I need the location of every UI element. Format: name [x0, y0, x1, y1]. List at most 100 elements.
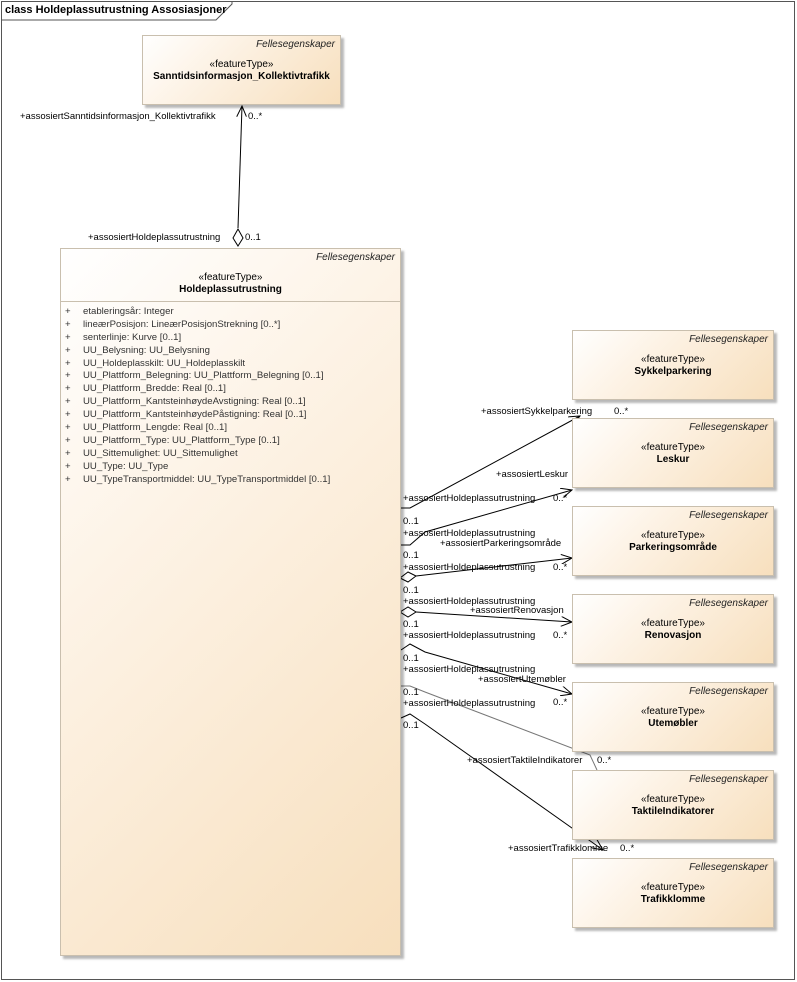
attribute-row: + UU_Belysning: UU_Belysning [65, 345, 330, 358]
visibility-marker: + [65, 344, 71, 356]
package-label: Fellesegenskaper [689, 686, 768, 697]
class-name: Utemøbler [648, 718, 698, 729]
mult-label-ute-holde: 0..1 [403, 653, 419, 664]
mult-label-reno-holde: 0..1 [403, 585, 419, 596]
mult-label-utemobler: 0..* [553, 697, 568, 708]
class-parkeringsomrade[interactable]: Fellesegenskaper «featureType» Parkering… [572, 506, 774, 576]
package-label: Fellesegenskaper [256, 39, 335, 50]
class-trafikklomme[interactable]: Fellesegenskaper «featureType» Trafikklo… [572, 858, 774, 928]
package-label: Fellesegenskaper [689, 334, 768, 345]
attribute-row: + UU_Sittemulighet: UU_Sittemulighet [65, 448, 330, 461]
attribute-text: UU_Plattform_Lengde: Real [0..1] [83, 422, 227, 434]
assoc-sykkel[interactable] [401, 416, 580, 509]
role-label-parkering: +assosiertParkeringsområde [440, 538, 562, 549]
class-holdeplassutrustning[interactable]: Fellesegenskaper «featureType» Holdeplas… [60, 248, 401, 956]
class-name: Trafikklomme [640, 894, 706, 905]
visibility-marker: + [65, 396, 71, 408]
visibility-marker: + [65, 460, 71, 472]
attribute-row: + UU_Plattform_Lengde: Real [0..1] [65, 422, 330, 435]
compartment-separator [61, 301, 400, 302]
visibility-marker: + [65, 434, 71, 446]
stereotype-label: «featureType» [198, 272, 263, 283]
mult-label-reno-holde-b: 0..1 [403, 619, 419, 630]
role-label-sykkel: +assosiertSykkelparkering [481, 406, 593, 417]
stereotype-label: «featureType» [641, 882, 705, 893]
class-utemobler[interactable]: Fellesegenskaper «featureType» Utemøbler [572, 682, 774, 752]
attribute-list: +etableringsår: Integer+lineærPosisjon: … [65, 306, 330, 486]
class-sanntidsinformasjon[interactable]: Fellesegenskaper «featureType» Sanntidsi… [142, 35, 341, 105]
mult-label-taktile: 0..* [597, 755, 612, 766]
attribute-text: UU_Sittemulighet: UU_Sittemulighet [83, 447, 238, 459]
visibility-marker: + [65, 473, 71, 485]
stereotype-label: «featureType» [641, 794, 705, 805]
attribute-text: UU_TypeTransportmiddel: UU_TypeTransport… [83, 473, 331, 485]
attribute-text: senterlinje: Kurve [0..1] [83, 331, 182, 343]
mult-label-parkering: 0..* [553, 562, 568, 573]
class-renovasjon[interactable]: Fellesegenskaper «featureType» Renovasjo… [572, 594, 774, 664]
class-name: Leskur [656, 454, 690, 465]
mult-label-trafikklomme: 0..* [620, 843, 635, 854]
stereotype-label: «featureType» [209, 59, 274, 70]
mult-label-sanntid: 0..* [248, 111, 263, 122]
class-taktileindikatorer[interactable]: Fellesegenskaper «featureType» TaktileIn… [572, 770, 774, 840]
attribute-row: +UU_Plattform_KantsteinhøydePåstigning: … [65, 409, 330, 422]
attribute-row: +UU_Type: UU_Type [65, 461, 330, 474]
class-name: Renovasjon [644, 630, 702, 641]
attribute-row: + senterlinje: Kurve [0..1] [65, 332, 330, 345]
attribute-text: UU_Plattform_Bredde: Real [0..1] [83, 383, 226, 395]
class-sykkelparkering[interactable]: Fellesegenskaper «featureType» Sykkelpar… [572, 330, 774, 400]
package-label: Fellesegenskaper [316, 252, 395, 263]
assoc-leskur[interactable] [401, 490, 572, 546]
mult-label-renovasjon: 0..* [553, 630, 568, 641]
class-name: TaktileIndikatorer [631, 806, 715, 817]
assoc-taktile[interactable] [401, 685, 598, 771]
visibility-marker: + [65, 331, 71, 343]
attribute-text: UU_Plattform_KantsteinhøydePåstigning: R… [83, 409, 307, 421]
role-label-ute-holde-a: +assosiertHoldeplassutrustning [403, 664, 536, 675]
package-label: Fellesegenskaper [689, 598, 768, 609]
assoc-renovasjon[interactable] [399, 606, 572, 622]
visibility-marker: + [65, 422, 71, 434]
assoc-utemobler[interactable] [400, 643, 572, 694]
stereotype-label: «featureType» [641, 706, 705, 717]
package-label: Fellesegenskaper [689, 510, 768, 521]
attribute-text: UU_Plattform_KantsteinhøydeAvstigning: R… [83, 396, 306, 408]
role-label-taktile: +assosiertTaktileIndikatorer [467, 755, 583, 766]
mult-label-holde-top: 0..1 [245, 232, 261, 243]
attribute-text: lineærPosisjon: LineærPosisjonStrekning … [83, 318, 281, 330]
attribute-row: +etableringsår: Integer [65, 306, 330, 319]
visibility-marker: + [65, 306, 71, 317]
role-label-park-holde-b: +assosiertHoldeplassutrustning [403, 562, 536, 573]
class-name: Parkeringsområde [629, 542, 717, 553]
attribute-text: UU_Holdeplasskilt: UU_Holdeplasskilt [83, 357, 246, 369]
package-label: Fellesegenskaper [689, 862, 768, 873]
role-label-reno-holde-b: +assosiertHoldeplassutrustning [403, 630, 536, 641]
visibility-marker: + [65, 370, 71, 382]
role-label-utemobler: +assosiertUtemøbler [478, 674, 566, 685]
attribute-text: UU_Plattform_Type: UU_Plattform_Type [0.… [83, 434, 280, 446]
role-label-park-holde-a: +assosiertHoldeplassutrustning [403, 528, 536, 539]
mult-label-taktil-holde: 0..1 [403, 720, 419, 731]
assoc-parkering[interactable] [399, 558, 572, 583]
visibility-marker: + [65, 357, 71, 369]
mult-label-leskur: 0..* [553, 493, 568, 504]
diagram-title: class Holdeplassutrustning Assosiasjoner [5, 4, 227, 16]
assoc-sanntid[interactable] [232, 106, 243, 247]
stereotype-label: «featureType» [641, 354, 705, 365]
role-label-leskur: +assosiertLeskur [496, 469, 569, 480]
package-label: Fellesegenskaper [689, 774, 768, 785]
stereotype-label: «featureType» [641, 530, 705, 541]
visibility-marker: + [65, 447, 71, 459]
role-label-trafikklomme: +assosiertTrafikklomme [508, 843, 609, 854]
role-label-ute-holde-b: +assosiertHoldeplassutrustning [403, 698, 536, 709]
frame-tab-shape [1, 1, 233, 21]
class-leskur[interactable]: Fellesegenskaper «featureType» Leskur [572, 418, 774, 488]
stereotype-label: «featureType» [641, 442, 705, 453]
assoc-trafikklomme[interactable] [400, 713, 603, 850]
mult-label-sykkel: 0..* [614, 406, 629, 417]
attribute-text: UU_Plattform_Belegning: UU_Plattform_Bel… [83, 370, 324, 382]
attribute-text: UU_Belysning: UU_Belysning [83, 344, 210, 356]
mult-label-park-holde: 0..1 [403, 550, 419, 561]
attribute-row: + UU_TypeTransportmiddel: UU_TypeTranspor… [65, 474, 330, 487]
